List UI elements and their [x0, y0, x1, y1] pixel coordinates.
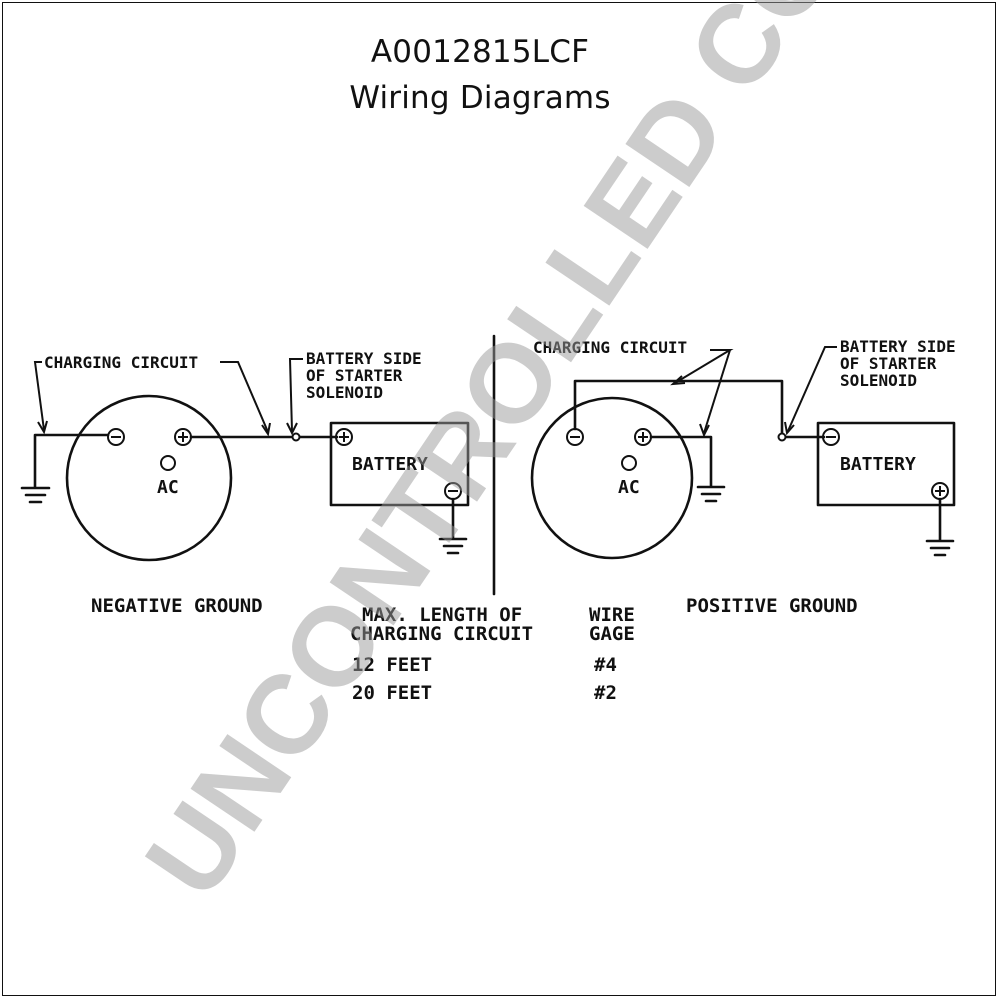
- battery-label-right: BATTERY: [840, 454, 916, 475]
- battery-side-label-right-3: SOLENOID: [840, 371, 917, 390]
- negative-ground-diagram: AC BATTERY CHARGING CIRCUI: [20, 349, 470, 617]
- table-header-gage-2: GAGE: [589, 623, 635, 645]
- uncontrolled-copy-watermark: UNCONTROLLED COPY: [121, 0, 945, 918]
- battery-box-left: [329, 421, 470, 507]
- ground-wire-right: [649, 435, 713, 488]
- battery-label-left: BATTERY: [352, 454, 428, 475]
- arrowhead-icon-right-a: [670, 375, 686, 386]
- ac-label-left: AC: [157, 477, 179, 498]
- solenoid-leader-right: [787, 346, 837, 432]
- solenoid-junction-right: [777, 432, 787, 442]
- battery-box-right: [816, 421, 956, 507]
- charging-leader-left-b: [220, 361, 269, 433]
- table-row-length: 12 FEET: [352, 654, 432, 676]
- battery-negative-terminal-icon-right: [822, 428, 840, 446]
- battery-side-label-right-2: OF STARTER: [840, 354, 937, 373]
- table-row-gage: #2: [594, 682, 617, 704]
- solenoid-leader-left: [288, 358, 303, 432]
- positive-ground-caption: POSITIVE GROUND: [686, 595, 858, 617]
- arrowhead-icon-right-b: [699, 423, 710, 438]
- battery-positive-terminal-icon-left: [335, 428, 353, 446]
- negative-ground-caption: NEGATIVE GROUND: [91, 595, 263, 617]
- battery-positive-terminal-icon-right: [931, 482, 949, 500]
- positive-ground-diagram: AC BATTERY CHARGING C: [530, 337, 956, 617]
- charging-circuit-label-left: CHARGING CIRCUIT: [44, 353, 198, 372]
- arrowhead-icon-left-c: [286, 422, 298, 436]
- battery-side-label-right-1: BATTERY SIDE: [840, 337, 956, 356]
- negative-terminal-icon-right: [566, 428, 584, 446]
- battery-ground-symbol-icon-right: [925, 539, 955, 557]
- ac-terminal-icon-left: [160, 455, 176, 471]
- ac-terminal-icon-right: [621, 455, 637, 471]
- ground-wire-left: [33, 433, 110, 489]
- arrowhead-icon-left-a: [37, 420, 48, 435]
- battery-side-label-left-2: OF STARTER: [306, 366, 403, 385]
- battery-side-label-left-3: SOLENOID: [306, 383, 383, 402]
- table-row-length: 20 FEET: [352, 682, 432, 704]
- alternator-circle-left: [65, 394, 233, 562]
- ground-symbol-icon-left: [20, 486, 51, 504]
- wire-gage-table: MAX. LENGTH OF CHARGING CIRCUIT WIRE GAG…: [350, 604, 635, 704]
- battery-ground-symbol-icon-left: [438, 537, 468, 555]
- positive-terminal-icon-right: [634, 428, 652, 446]
- battery-side-label-left-1: BATTERY SIDE: [306, 349, 422, 368]
- charging-circuit-label-right: CHARGING CIRCUIT: [533, 338, 687, 357]
- table-header-gage-1: WIRE: [589, 604, 635, 626]
- alternator-circle-right: [530, 396, 694, 560]
- arrowhead-icon-right-c: [784, 421, 795, 436]
- table-header-length-1: MAX. LENGTH OF: [362, 604, 522, 626]
- table-row-gage: #4: [594, 654, 617, 676]
- negative-terminal-icon-left: [107, 428, 125, 446]
- charging-wire-right: [573, 379, 784, 439]
- table-header-length-2: CHARGING CIRCUIT: [350, 623, 533, 645]
- arrowhead-icon-left-b: [261, 422, 271, 437]
- ac-label-right: AC: [618, 477, 640, 498]
- document-number: A0012815LCF: [370, 34, 590, 70]
- solenoid-junction-left: [291, 432, 301, 442]
- charging-leader-right-b: [703, 349, 731, 434]
- document-title: Wiring Diagrams: [349, 80, 611, 116]
- positive-terminal-icon-left: [174, 428, 192, 446]
- charging-leader-left-a: [33, 361, 45, 431]
- ground-symbol-icon-right: [696, 485, 726, 503]
